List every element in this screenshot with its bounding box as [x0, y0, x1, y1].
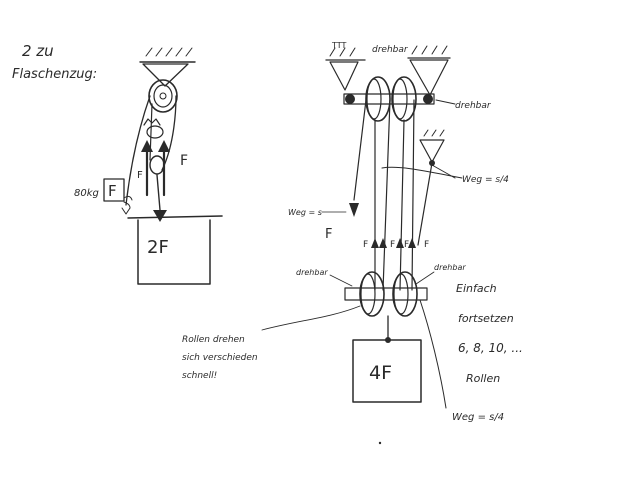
- einfach-line-2: fortsetzen: [458, 312, 514, 325]
- drehbar-top-label: drehbar: [455, 101, 492, 111]
- einfach-line-1: Einfach: [456, 282, 497, 295]
- rollen-line-1: Rollen drehen: [182, 335, 245, 345]
- right-pulley-sketch: TTT drehbar drehbar: [182, 41, 523, 445]
- force-label-f-mid1: F: [363, 240, 368, 250]
- small-box-label: F: [108, 182, 117, 200]
- load-label-right: 4F: [369, 362, 392, 384]
- small-pulley-right: [419, 129, 445, 166]
- force-label-left: F: [180, 153, 188, 169]
- moving-pulley-left: [143, 118, 167, 222]
- drehbar-low-right-label: drehbar: [434, 263, 466, 272]
- weg-left-label: Weg = s: [288, 208, 322, 217]
- pull-arrow-left: Weg = s F: [288, 203, 359, 242]
- force-label-f-mid3: F: [404, 240, 409, 250]
- force-label-f-right: F: [424, 240, 429, 250]
- moving-pulleys-bottom: drehbar drehbar: [296, 263, 466, 343]
- title-note-line1: 2 zu: [22, 42, 54, 60]
- force-arrows-left: F F: [137, 140, 188, 197]
- fixed-pulley-left: [148, 79, 178, 113]
- load-label-left: 2F: [147, 237, 169, 258]
- hand-force-box: F 80kg: [74, 178, 133, 215]
- ceiling-mount-left: [139, 47, 196, 87]
- hand-weight-label: 80kg: [74, 188, 99, 199]
- rollen-line-3: schnell!: [182, 371, 217, 381]
- drehbar-low-left-label: drehbar: [296, 268, 328, 277]
- force-arrows-mid: F F F F: [363, 238, 429, 250]
- ceiling-label-ttt: TTT: [331, 41, 346, 50]
- title-note-line2: Flaschenzug:: [12, 67, 97, 82]
- einfach-line-3: 6, 8, 10, ...: [458, 341, 523, 355]
- load-box-left: 2F: [127, 215, 223, 285]
- fixed-pulleys-top: drehbar: [343, 76, 492, 122]
- force-label-f-left: F: [325, 227, 332, 242]
- note-rollen-drehen: Rollen drehen sich verschieden schnell!: [182, 305, 361, 381]
- rollen-line-2: sich verschieden: [182, 353, 258, 363]
- force-label-f-mid2: F: [390, 240, 395, 250]
- ceiling-mount-right-b: [407, 45, 451, 96]
- note-einfach: Einfach fortsetzen 6, 8, 10, ... Rollen: [456, 282, 523, 385]
- load-box-right: 4F: [352, 339, 422, 403]
- force-label-left-small: F: [137, 170, 143, 181]
- weg-bottom-label: Weg = s/4: [452, 412, 504, 423]
- weg-bottom: Weg = s/4: [378, 299, 504, 445]
- ceiling-mount-right-a: TTT: [325, 41, 366, 91]
- left-pulley-sketch: 2 zu Flaschenzug:: [12, 42, 223, 285]
- ceiling-label-drehbar: drehbar: [372, 45, 409, 55]
- weg-right-label: Weg = s/4: [462, 175, 509, 185]
- ropes-right: Weg = s/4: [353, 99, 509, 291]
- einfach-line-4: Rollen: [466, 372, 500, 385]
